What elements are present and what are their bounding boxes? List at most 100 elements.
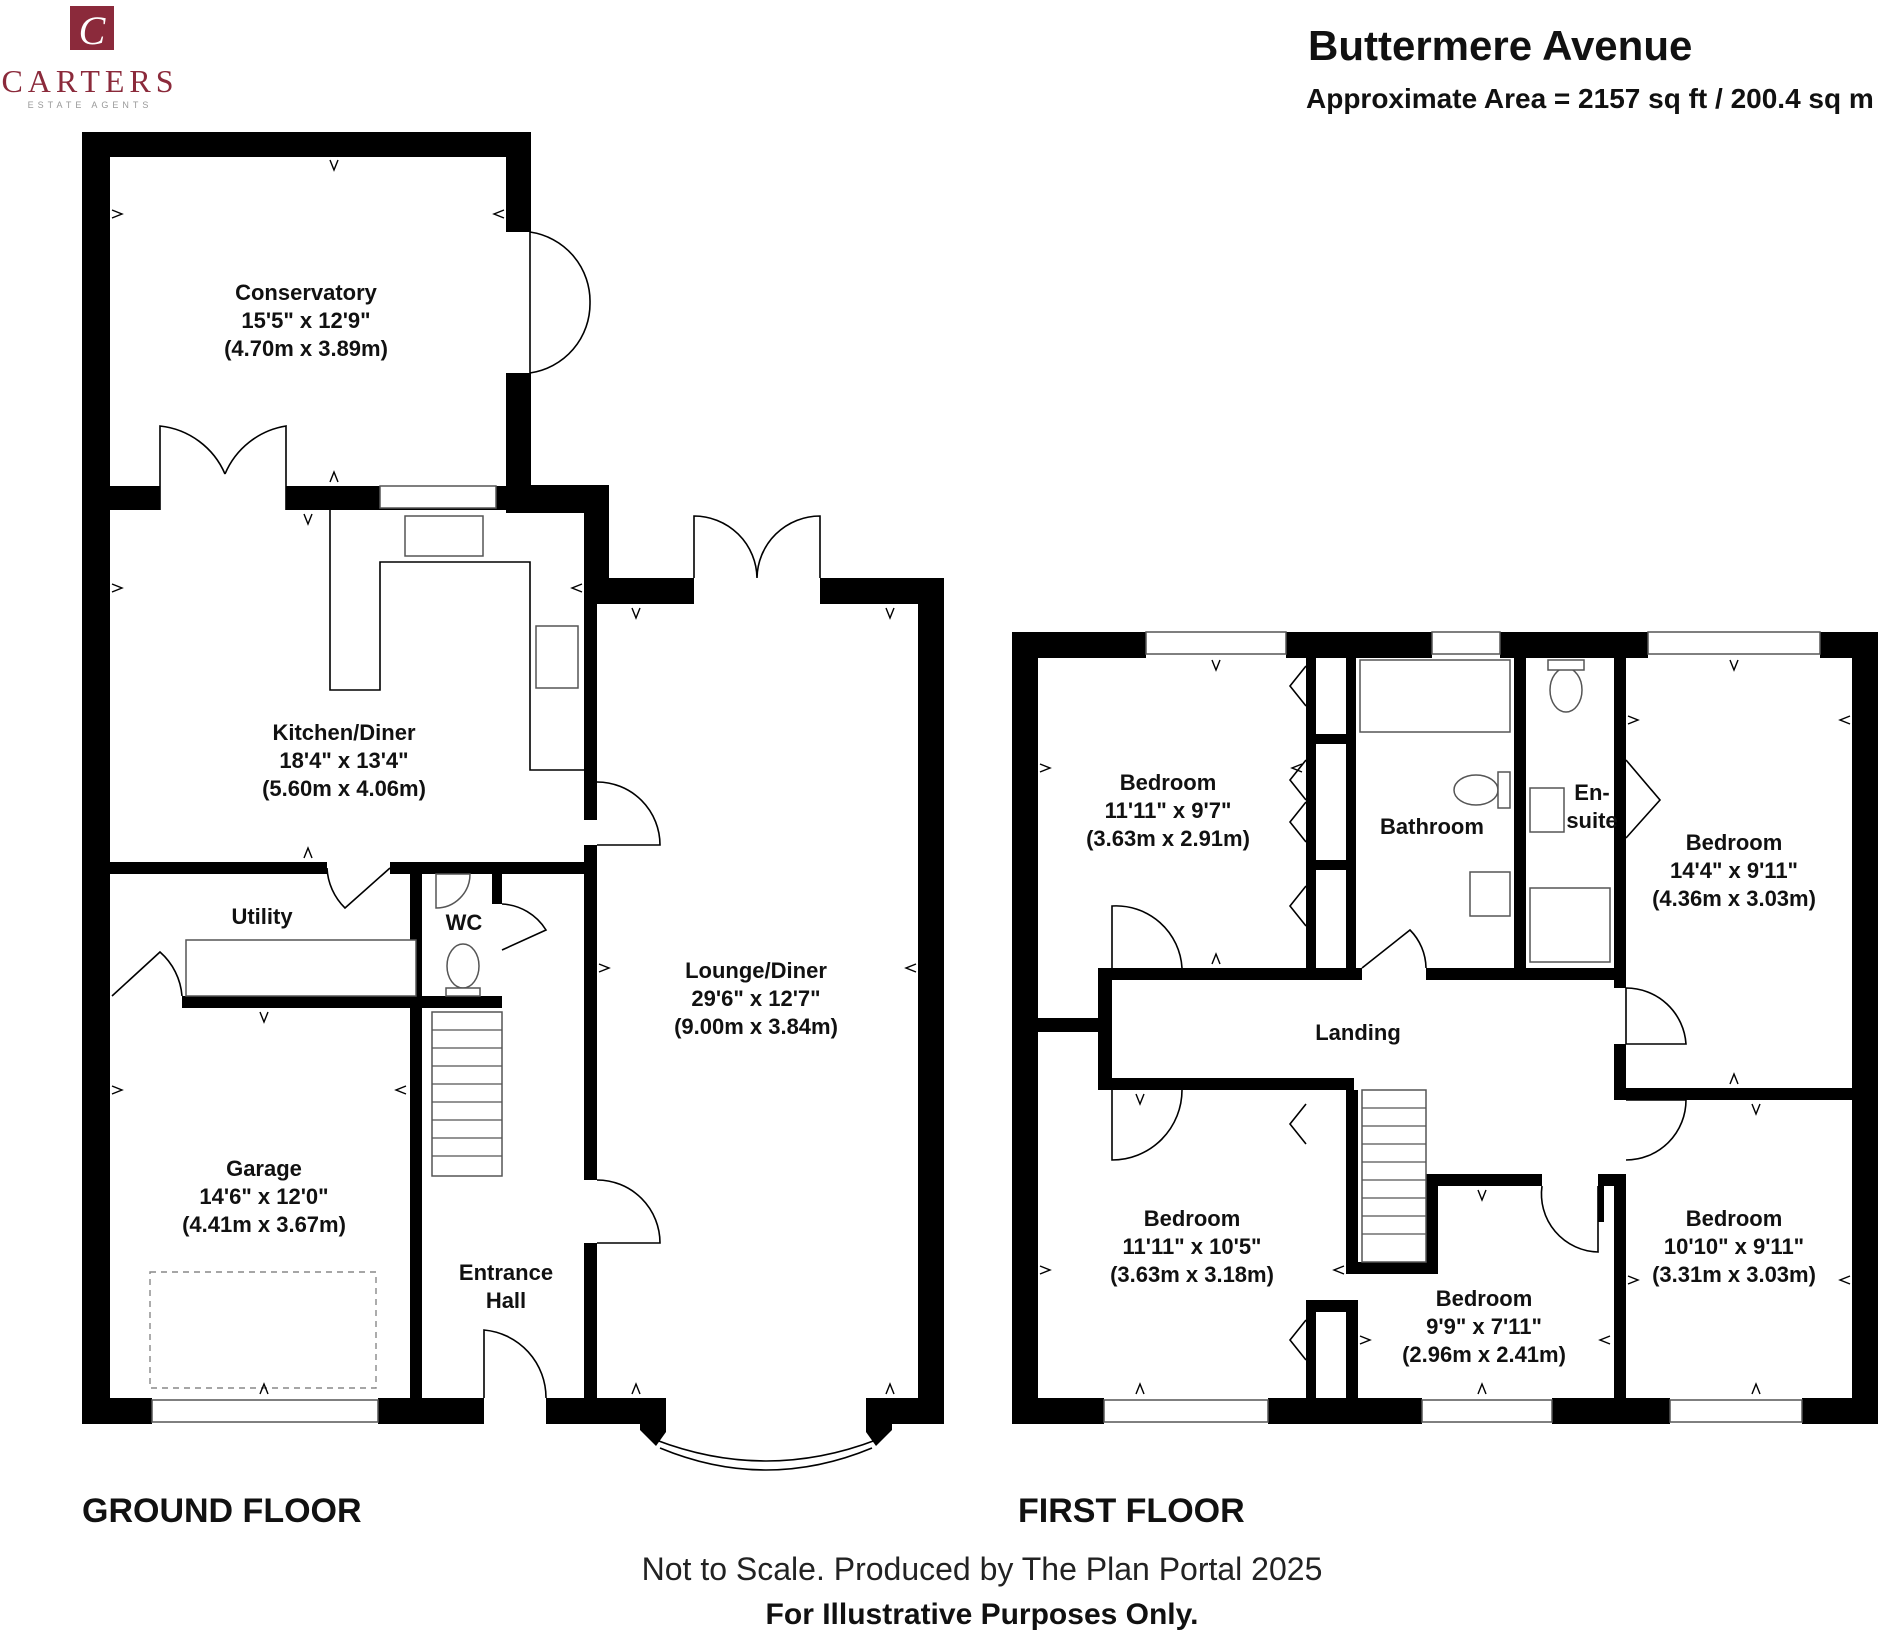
wall (82, 132, 110, 1424)
wall (1306, 860, 1356, 870)
wall (1614, 1174, 1626, 1398)
room-dimensions-imperial: 15'5" x 12'9" (241, 308, 370, 333)
wall (584, 1243, 597, 1403)
basin (1529, 787, 1565, 833)
wall (182, 996, 422, 1008)
wall (1500, 632, 1648, 658)
wall (1426, 1182, 1438, 1274)
room-dimensions-imperial: 14'6" x 12'0" (199, 1184, 328, 1209)
room-name: Bedroom (1686, 830, 1783, 855)
french-doors[interactable] (529, 231, 591, 374)
wall (82, 132, 530, 157)
door[interactable] (1625, 987, 1687, 1045)
room-name: WC (446, 910, 483, 935)
room-name: Entrance (459, 1260, 553, 1285)
bay-window (655, 1439, 877, 1462)
kitchen-worktop (329, 510, 584, 771)
disclaimer-scale: Not to Scale. Produced by The Plan Porta… (642, 1551, 1323, 1587)
stair-treads (432, 1029, 502, 1157)
room-dimensions-imperial: 11'11" x 9'7" (1105, 798, 1232, 823)
door[interactable] (326, 867, 391, 910)
door[interactable] (1111, 905, 1183, 969)
window (1421, 1399, 1553, 1423)
door[interactable] (501, 903, 548, 951)
wall (584, 604, 597, 820)
wall (1346, 1300, 1358, 1398)
logo-wordmark: CARTERS (1, 63, 178, 99)
toilet (1453, 774, 1499, 806)
wall (1306, 1300, 1356, 1312)
wall (1514, 658, 1526, 978)
window (1431, 631, 1501, 655)
logo-mark (70, 6, 114, 50)
room-name: Hall (486, 1288, 526, 1313)
door[interactable] (1540, 1185, 1599, 1253)
basin (435, 873, 471, 909)
door[interactable] (1625, 759, 1662, 839)
approximate-area: Approximate Area = 2157 sq ft / 200.4 sq… (1306, 83, 1874, 114)
french-doors[interactable] (159, 425, 287, 510)
wall (82, 862, 327, 874)
wall (1346, 1090, 1358, 1274)
sink (404, 515, 484, 557)
garage-door-outline (149, 1271, 377, 1389)
door[interactable] (596, 1179, 661, 1244)
wall (1268, 1398, 1422, 1424)
room-dimensions-imperial: 9'9" x 7'11" (1426, 1314, 1542, 1339)
wall (506, 373, 531, 495)
wall (1098, 968, 1182, 980)
ground-floor-plan: Conservatory 15'5" x 12'9" (4.70m x 3.89… (82, 132, 944, 1471)
staircase (1361, 1089, 1427, 1263)
dimension-arrows (1039, 659, 1851, 1395)
room-name: Bathroom (1380, 814, 1484, 839)
wall (1306, 734, 1356, 744)
french-doors[interactable] (693, 515, 821, 579)
room-dimensions-metric: (4.36m x 3.03m) (1652, 886, 1816, 911)
bay-window (659, 1447, 873, 1471)
wall (584, 485, 609, 580)
window (151, 1399, 379, 1423)
utility-worktop (185, 939, 417, 997)
room-name: Landing (1315, 1020, 1401, 1045)
window (1145, 631, 1287, 655)
room-dimensions-metric: (9.00m x 3.84m) (674, 1014, 838, 1039)
wall (866, 1398, 892, 1446)
staircase (431, 1011, 503, 1177)
wardrobe-doors[interactable] (1288, 665, 1307, 1361)
room-dimensions-imperial: 18'4" x 13'4" (279, 748, 408, 773)
door[interactable] (483, 1329, 547, 1399)
door[interactable] (111, 950, 183, 997)
room-dimensions-metric: (2.96m x 2.41m) (1402, 1342, 1566, 1367)
wall (584, 578, 694, 604)
stair-treads (1362, 1107, 1426, 1235)
wall (1802, 1398, 1878, 1424)
door[interactable] (1111, 1089, 1183, 1161)
carters-logo: C CARTERS ESTATE AGENTS (1, 6, 178, 110)
logo-letter: C (79, 8, 107, 53)
wall (390, 862, 584, 874)
wall (1182, 968, 1362, 980)
room-name: Bedroom (1686, 1206, 1783, 1231)
room-dimensions-imperial: 10'10" x 9'11" (1664, 1234, 1804, 1259)
wall (82, 486, 160, 510)
room-name: Lounge/Diner (685, 958, 827, 983)
door[interactable] (1361, 928, 1427, 969)
toilet (446, 943, 480, 989)
wall (1306, 1300, 1316, 1398)
wall (1012, 1398, 1104, 1424)
wall (1012, 632, 1038, 1424)
wall (1614, 1044, 1626, 1088)
door[interactable] (596, 781, 661, 846)
room-name: Conservatory (235, 280, 378, 305)
toilet (1549, 667, 1583, 713)
wall (1286, 632, 1432, 658)
window (1103, 1399, 1269, 1423)
door[interactable] (1625, 1099, 1687, 1161)
bath (1359, 659, 1511, 733)
wall (422, 996, 502, 1008)
wall (1098, 1078, 1354, 1090)
room-name: Garage (226, 1156, 302, 1181)
wall (1346, 1262, 1438, 1274)
window (1647, 631, 1821, 655)
